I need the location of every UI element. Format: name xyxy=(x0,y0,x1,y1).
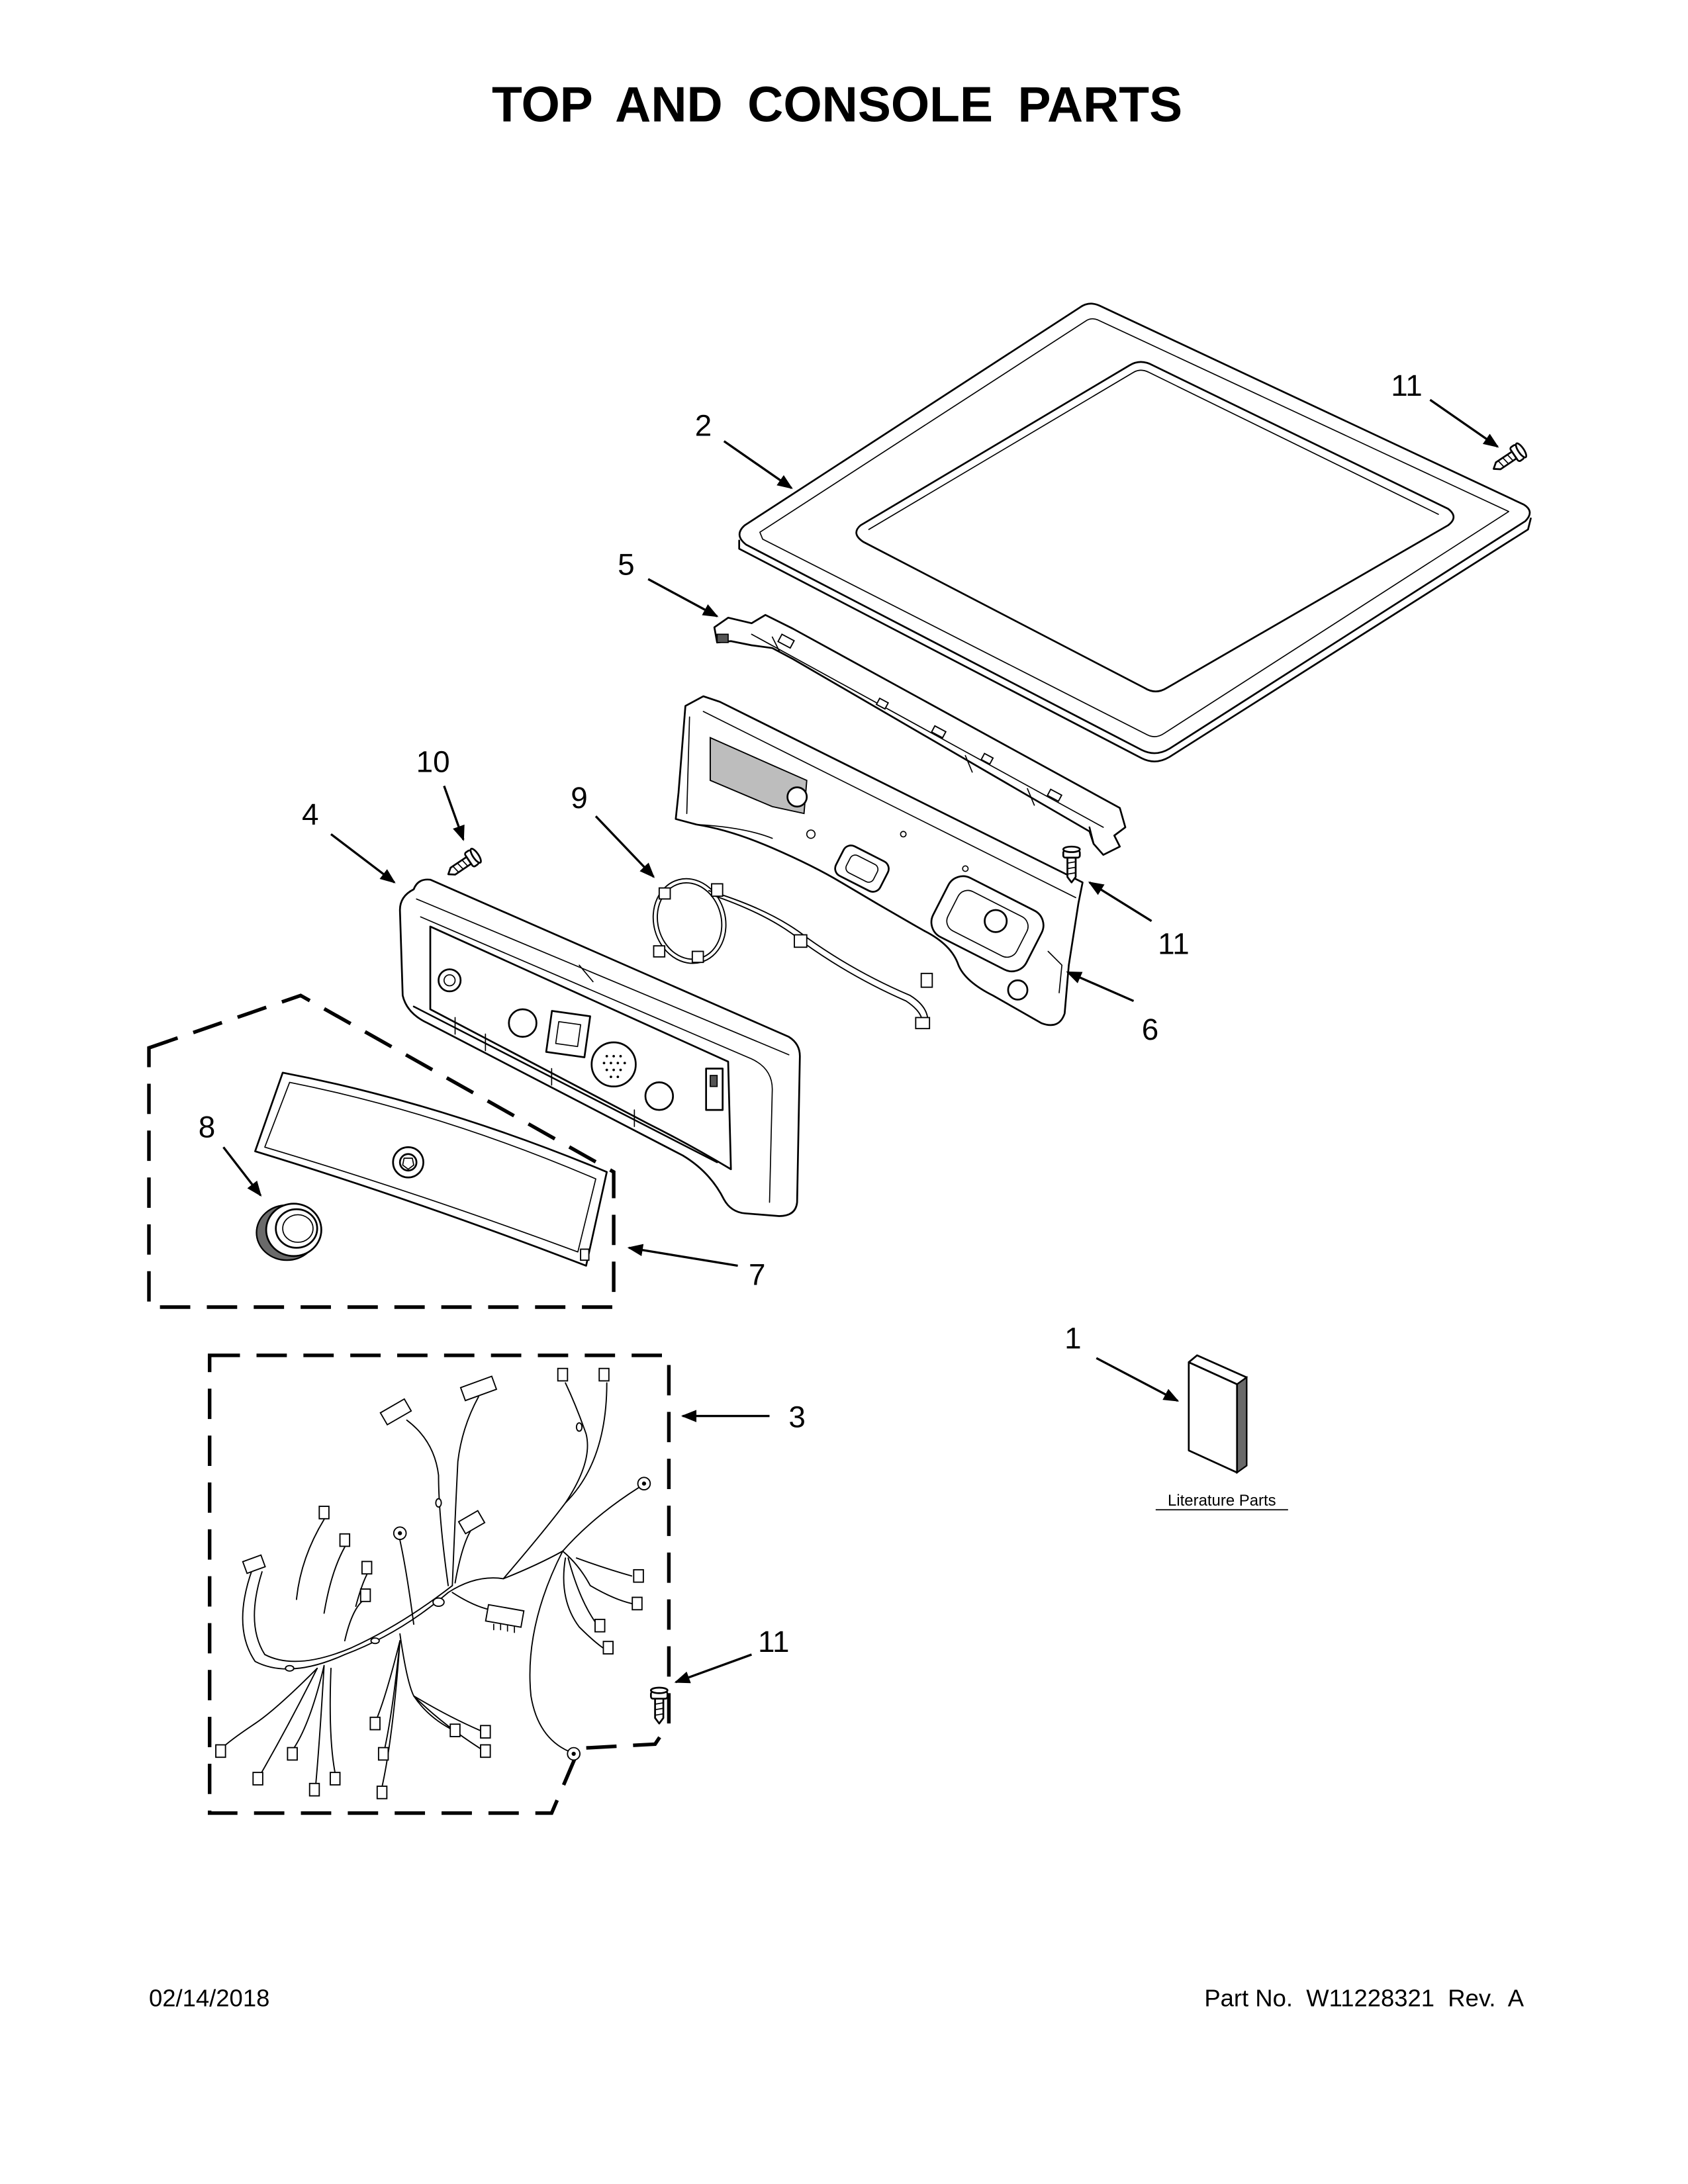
parts-7-8-group-outline xyxy=(147,993,616,1309)
callout-arrow xyxy=(1066,971,1135,1003)
callout-arrow xyxy=(1096,1357,1180,1402)
grill-dots xyxy=(602,1054,626,1078)
callout-arrow xyxy=(594,815,655,878)
callout-arrows xyxy=(222,398,1499,1684)
hinge-rail-part xyxy=(713,614,1127,856)
callout-arrow xyxy=(222,1146,262,1197)
callout-7: 7 xyxy=(749,1258,766,1292)
callout-11-middle: 11 xyxy=(1158,927,1190,961)
callout-11-bottom: 11 xyxy=(758,1625,790,1659)
callout-arrow xyxy=(330,833,396,884)
screw-11-middle-part xyxy=(1062,845,1081,884)
callout-1: 1 xyxy=(1064,1322,1082,1355)
screw-11-top-part xyxy=(1493,442,1528,471)
front-panel-part xyxy=(254,1071,608,1267)
callout-arrow xyxy=(674,1653,752,1684)
callout-5: 5 xyxy=(618,548,634,582)
callout-arrow xyxy=(1088,881,1152,923)
callout-2: 2 xyxy=(695,408,712,442)
callout-4: 4 xyxy=(302,797,319,831)
callout-8: 8 xyxy=(199,1111,216,1144)
page-title: TOP AND CONSOLE PARTS xyxy=(492,76,1182,132)
footer-part-number: Part No. W11228321 Rev. A xyxy=(1204,1984,1524,2011)
console-back-panel-part xyxy=(675,695,1084,1026)
footer-date: 02/14/2018 xyxy=(149,1984,269,2011)
wire-loop-part xyxy=(652,878,933,1030)
callout-arrow xyxy=(723,440,793,489)
callout-arrow xyxy=(627,1244,738,1267)
screw-10-part xyxy=(447,848,482,876)
literature-parts-label: Literature Parts xyxy=(1168,1492,1276,1510)
callout-11-top: 11 xyxy=(1391,369,1423,402)
wire-harness-part xyxy=(215,1367,651,1799)
callout-9: 9 xyxy=(571,781,588,815)
top-panel-part xyxy=(738,302,1532,762)
callout-3: 3 xyxy=(788,1400,806,1433)
knob-part xyxy=(256,1203,322,1261)
console-part xyxy=(399,878,801,1217)
callout-arrow xyxy=(443,785,465,841)
callout-10: 10 xyxy=(416,745,450,779)
callout-arrow xyxy=(647,578,719,617)
screw-11-bottom-part xyxy=(649,1686,669,1725)
callout-labels: 11 2 5 10 9 4 11 6 8 7 1 3 11 xyxy=(199,369,1423,1659)
part-3-group-outline xyxy=(207,1353,671,1815)
callout-arrow xyxy=(1429,398,1499,448)
literature-book-icon xyxy=(1188,1354,1248,1475)
callout-6: 6 xyxy=(1142,1013,1159,1046)
